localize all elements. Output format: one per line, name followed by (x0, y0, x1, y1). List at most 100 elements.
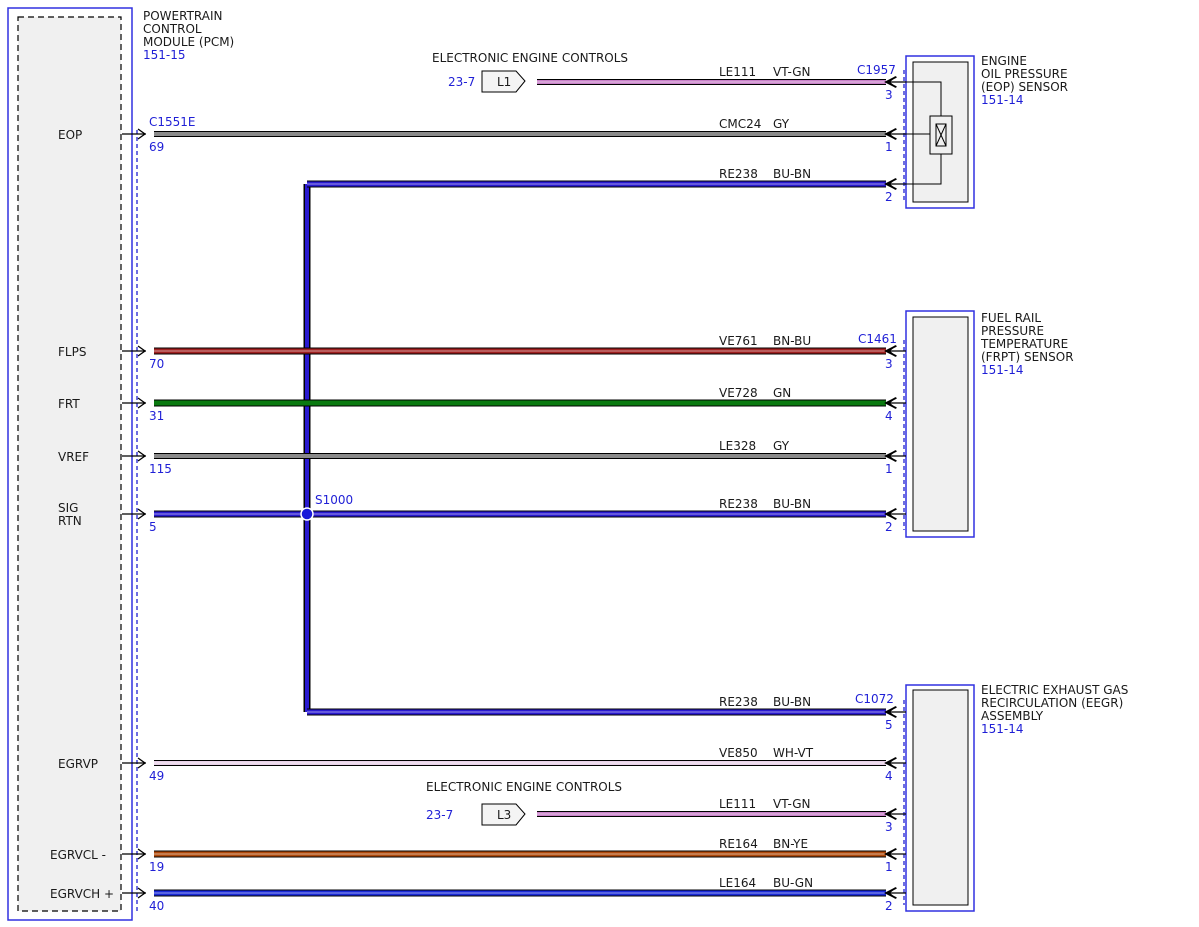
component-pin: 2 (885, 899, 893, 913)
pcm-pin: 69 (149, 140, 164, 154)
offpage-title: ELECTRONIC ENGINE CONTROLS (432, 51, 628, 65)
eop-connector-label: C1957 (857, 63, 896, 77)
component-pin: 4 (885, 409, 893, 423)
wire-color-label: GY (773, 117, 790, 131)
chevron-right-icon (137, 450, 147, 462)
wire-color-label: GY (773, 439, 790, 453)
wire-color-label: WH-VT (773, 746, 814, 760)
eegr-title-line: ELECTRIC EXHAUST GAS (981, 683, 1128, 697)
wire-color-label: BN-YE (773, 837, 808, 851)
component-pin: 2 (885, 520, 893, 534)
pcm-pin: 40 (149, 899, 164, 913)
pcm-signal-label: EGRVP (58, 757, 98, 771)
frpt-title: FUEL RAIL PRESSURE TEMPERATURE (FRPT) SE… (858, 311, 1074, 377)
chevron-left-icon (887, 450, 896, 462)
frpt-connector-label: C1461 (858, 332, 897, 346)
pcm-pin: 49 (149, 769, 164, 783)
chevron-left-icon (887, 757, 896, 769)
pcm-module[interactable] (7, 7, 138, 921)
circuit-label: LE328 (719, 439, 756, 453)
pcm-signal-label: RTN (58, 514, 82, 528)
circuit-label: RE164 (719, 837, 758, 851)
component-pin: 3 (885, 88, 893, 102)
frpt-ref: 151-14 (981, 363, 1024, 377)
pcm-pin: 5 (149, 520, 157, 534)
pcm-signal-label: EOP (58, 128, 82, 142)
eegr-title-line: RECIRCULATION (EEGR) (981, 696, 1123, 710)
eop-title: ENGINE OIL PRESSURE (EOP) SENSOR 151-14 … (857, 54, 1068, 107)
pcm-signal-label: FRT (58, 397, 80, 411)
chevron-left-icon (887, 128, 896, 140)
eegr-ref: 151-14 (981, 722, 1024, 736)
pcm-ref: 151-15 (143, 48, 186, 62)
wire-color-label: BU-BN (773, 695, 811, 709)
offpage-tag: L1 (497, 75, 511, 89)
eop-title-line: (EOP) SENSOR (981, 80, 1068, 94)
circuit-label: RE238 (719, 695, 758, 709)
circuit-label: RE238 (719, 497, 758, 511)
pcm-pin: 19 (149, 860, 164, 874)
circuit-label: LE164 (719, 876, 756, 890)
component-pin: 3 (885, 820, 893, 834)
circuit-label: VE728 (719, 386, 758, 400)
chevron-left-icon (887, 397, 896, 409)
chevron-right-icon (137, 128, 147, 140)
offpage-ref: 23-7 (448, 75, 475, 89)
chevron-left-icon (887, 345, 896, 357)
pcm-signal-label: FLPS (58, 345, 86, 359)
pcm-title: POWERTRAIN CONTROL MODULE (PCM) 151-15 C… (143, 9, 234, 129)
chevron-right-icon (137, 887, 147, 899)
splice-s1000[interactable]: S1000 (300, 493, 353, 521)
eegr-assembly[interactable] (903, 684, 975, 912)
chevron-right-icon (137, 757, 147, 769)
offpage-title: ELECTRONIC ENGINE CONTROLS (426, 780, 622, 794)
offpage-tag: L3 (497, 808, 511, 822)
component-pin: 5 (885, 718, 893, 732)
chevron-left-icon (887, 887, 896, 899)
circuit-label: VE850 (719, 746, 758, 760)
component-pin: 1 (885, 860, 893, 874)
component-pin: 1 (885, 462, 893, 476)
component-pin: 4 (885, 769, 893, 783)
pcm-pin: 70 (149, 357, 164, 371)
offpage-tag-icon (481, 803, 526, 826)
offpage-tag-icon (481, 70, 526, 93)
pcm-signal-label: EGRVCH + (50, 887, 114, 901)
circuit-label: CMC24 (719, 117, 761, 131)
pcm-pin: 31 (149, 409, 164, 423)
eop-ref: 151-14 (981, 93, 1024, 107)
eegr-connector-label: C1072 (855, 692, 894, 706)
splice-label: S1000 (315, 493, 353, 507)
offpage-ref: 23-7 (426, 808, 453, 822)
pcm-title-line: CONTROL (143, 22, 202, 36)
eop-sensor[interactable] (890, 55, 975, 209)
eop-title-line: OIL PRESSURE (981, 67, 1068, 81)
offpage-connector-l3[interactable]: ELECTRONIC ENGINE CONTROLS 23-7 L3 (426, 780, 622, 826)
frpt-title-line: TEMPERATURE (980, 337, 1068, 351)
pcm-signal-label: EGRVCL - (50, 848, 106, 862)
circuit-label: RE238 (719, 167, 758, 181)
wire-color-label: GN (773, 386, 791, 400)
chevron-left-icon (887, 178, 896, 190)
component-pin: 2 (885, 190, 893, 204)
circuit-label: VE761 (719, 334, 758, 348)
pcm-signal-label: SIG (58, 501, 78, 515)
wire-color-label: BU-BN (773, 167, 811, 181)
wire-color-label: VT-GN (773, 797, 810, 811)
frpt-sensor[interactable] (903, 310, 975, 538)
chevron-right-icon (137, 508, 147, 520)
pcm-signal-label: VREF (58, 450, 89, 464)
wire-color-label: BN-BU (773, 334, 811, 348)
frpt-title-line: (FRPT) SENSOR (981, 350, 1074, 364)
chevron-right-icon (137, 848, 147, 860)
pcm-pin: 115 (149, 462, 172, 476)
pcm-title-line: POWERTRAIN (143, 9, 223, 23)
component-pin: 1 (885, 140, 893, 154)
eegr-title: ELECTRIC EXHAUST GAS RECIRCULATION (EEGR… (855, 683, 1128, 736)
frpt-title-line: PRESSURE (981, 324, 1044, 338)
wire-color-label: BU-BN (773, 497, 811, 511)
eop-title-line: ENGINE (981, 54, 1027, 68)
offpage-connector-l1[interactable]: ELECTRONIC ENGINE CONTROLS 23-7 L1 (432, 51, 628, 93)
circuit-label: LE111 (719, 797, 756, 811)
